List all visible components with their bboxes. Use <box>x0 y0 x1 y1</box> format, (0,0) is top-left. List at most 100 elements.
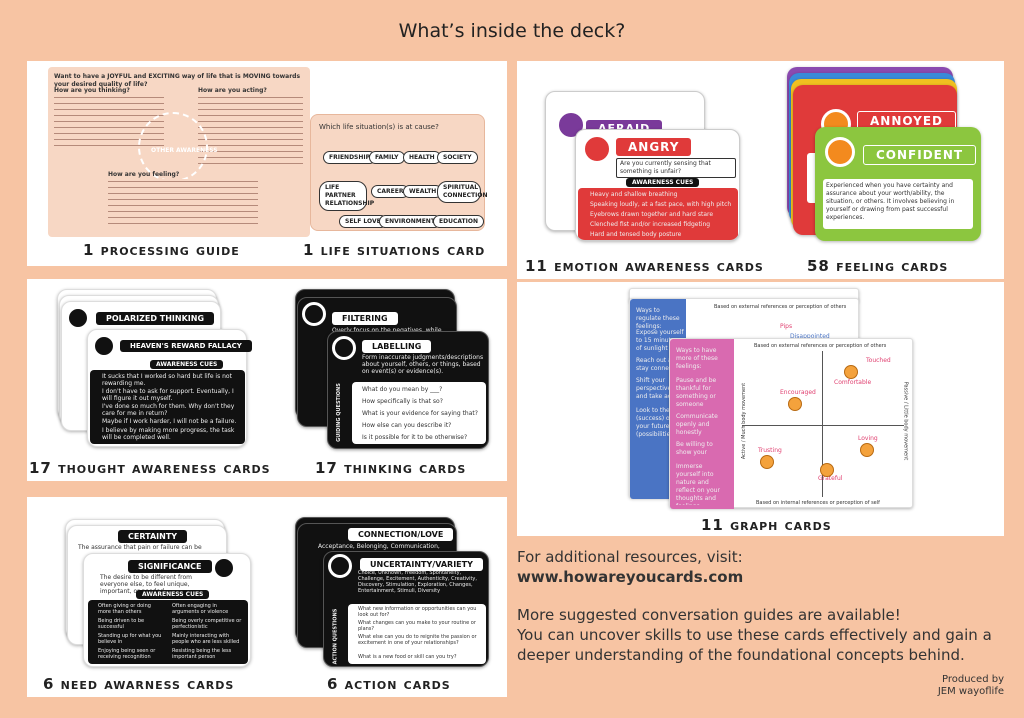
feeling-card-front: CONFIDENT Experienced when you have cert… <box>815 127 981 241</box>
guide-steps-right <box>198 95 303 165</box>
panel-needs: CERTAINTY The assurance that pain or fai… <box>27 497 507 697</box>
heaven-icon <box>92 334 116 358</box>
labelling-label: LABELLING <box>362 340 432 353</box>
variety-question: What else can you do to reignite the pas… <box>358 634 477 646</box>
connection-label: CONNECTION/LOVE <box>348 528 454 541</box>
angry-cue: Heavy and shallow breathing <box>590 191 678 198</box>
graph-back-item: Shift your perspective and take action <box>636 377 683 400</box>
labelling-text: Form inaccurate judgments/descriptions a… <box>362 354 484 375</box>
caption-emotion-awareness: 11 emotion awareness cards <box>525 257 764 275</box>
graph-front-item: Be willing to show your feelings <box>676 441 713 456</box>
graph-back-label-disappointed: Disappointed <box>790 333 830 340</box>
variety-text: Choice, Unknown, Freedom, Spontaneity, C… <box>358 570 477 594</box>
graph-back-item: Reach out and stay connected <box>636 357 683 372</box>
life-item-education: EDUCATION <box>433 215 484 228</box>
encouraged-face-icon <box>788 397 802 411</box>
graph-front-item: Immerse yourself into nature and reflect… <box>676 463 720 505</box>
filtering-icon <box>302 302 326 326</box>
thinking-card-front: LABELLING Form inaccurate judgments/desc… <box>327 331 489 449</box>
polarized-icon <box>66 306 90 330</box>
panel-emotions: AFRAID ANGRY Are you currently sensing t… <box>517 61 1004 279</box>
credit-line-1: Produced by <box>942 674 1004 685</box>
labelling-question: How specifically is that so? <box>362 398 443 405</box>
emotion-card-front: ANGRY Are you currently sensing that som… <box>575 129 740 241</box>
caption-graph: 11 graph cards <box>701 516 832 534</box>
significance-cues-title: AWARENESS CUES <box>136 590 210 599</box>
guide-heading: Want to have a JOYFUL and EXCITING way o… <box>54 73 301 88</box>
confident-label: CONFIDENT <box>863 145 977 165</box>
graph-back-label-pips: Pips <box>780 323 793 330</box>
caption-feeling: 58 feeling cards <box>807 257 949 275</box>
angry-cues-title: AWARENESS CUES <box>626 178 700 187</box>
graph-front-title: Ways to have more of these feelings: <box>676 347 718 370</box>
heaven-cue: I don't have to ask for support. Eventua… <box>102 388 234 402</box>
resources-url-link[interactable]: www.howareyoucards.com <box>517 568 744 586</box>
significance-cue: Often giving or doing more than others <box>98 603 151 615</box>
graph-label-encouraged: Encouraged <box>780 389 816 396</box>
thought-card-front: HEAVEN'S REWARD FALLACY AWARENESS CUES I… <box>87 329 252 447</box>
life-item-society: SOCIETY <box>437 151 478 164</box>
caption-processing-guide: 1 processing guide <box>83 241 240 259</box>
significance-cues-box: Often giving or doing more than others B… <box>88 600 248 664</box>
significance-cue: Being driven to be successful <box>98 618 145 630</box>
labelling-questions-box: What do you mean by ___? How specificall… <box>352 382 486 444</box>
polarized-label: POLARIZED THINKING <box>96 312 215 325</box>
connection-text: Acceptance, Belonging, Communication, <box>318 543 440 550</box>
labelling-question: What do you mean by ___? <box>362 386 443 393</box>
need-card-front: SIGNIFICANCE The desire to be different … <box>83 553 251 667</box>
life-item-spiritual: SPIRITUAL CONNECTION <box>437 181 488 203</box>
comfortable-face-icon <box>844 365 858 379</box>
heaven-cues-box: It sucks that I worked so hard but life … <box>90 370 245 444</box>
variety-label: UNCERTAINTY/VARIETY <box>360 558 483 571</box>
heaven-cue: I believe by making more progress, the t… <box>102 427 235 441</box>
angry-cues-box: Heavy and shallow breathing Speaking lou… <box>578 188 738 240</box>
filtering-text: Overly focus on the negatives, while <box>332 326 442 335</box>
life-question: Which life situation(s) is at cause? <box>319 123 439 131</box>
guide-center-label: OTHER AWARENESS <box>151 147 218 154</box>
graph-back-item: Look to the (success) of your future (po… <box>636 407 676 438</box>
life-item-life-partner: LIFE PARTNER RELATIONSHIP <box>319 181 374 211</box>
significance-cue: Resisting being the less important perso… <box>172 648 232 660</box>
graph-back-item: Expose yourself to 15 minutes of sunligh… <box>636 329 684 352</box>
action-card-front: UNCERTAINTY/VARIETY Choice, Unknown, Fre… <box>323 551 489 667</box>
grateful-face-icon <box>820 463 834 477</box>
guide-q-acting: How are you acting? <box>198 87 267 94</box>
graph-left-axis: Active / Much body movement <box>741 382 748 460</box>
page-title: What’s inside the deck? <box>398 20 626 42</box>
graph-v-axis <box>822 351 823 497</box>
variety-question: What is a new food or skill can you try? <box>358 654 457 660</box>
credit-line-2: JEM wayoflife <box>937 686 1004 697</box>
angry-cue: Clenched fist and/or increased fidgeting <box>590 221 711 228</box>
action-questions-side-label: ACTION QUESTIONS <box>332 608 339 665</box>
variety-questions-box: What new information or opportunities ca… <box>348 604 486 664</box>
graph-right-axis: Passive / Little body movement <box>902 381 909 461</box>
caption-thought-awareness: 17 thought awareness cards <box>29 459 271 477</box>
caption-thinking: 17 thinking cards <box>315 459 467 477</box>
heaven-cue: It sucks that I worked so hard but life … <box>102 373 232 387</box>
labelling-question: How else can you describe it? <box>362 422 452 429</box>
panel-graph: Ways to regulate these feelings: Expose … <box>517 282 1004 536</box>
processing-guide-card: Want to have a JOYFUL and EXCITING way o… <box>48 67 310 237</box>
graph-top-axis: Based on external references or percepti… <box>754 343 887 349</box>
variety-question: What changes can you make to your routin… <box>358 620 476 632</box>
heaven-cue: I've done so much for them. Why don't th… <box>102 403 235 417</box>
resources-line-1: More suggested conversation guides are a… <box>517 606 901 624</box>
trusting-face-icon <box>760 455 774 469</box>
confident-face-icon <box>825 137 855 167</box>
labelling-question: Is it possible for it to be otherwise? <box>362 434 468 441</box>
heaven-cue: Maybe if I work harder, I will not be a … <box>102 418 237 425</box>
graph-h-axis <box>742 425 904 426</box>
significance-cue: Being overly competitive or perfectionis… <box>172 618 242 630</box>
graph-label-comfortable: Comfortable <box>834 379 872 386</box>
angry-cue: Eyebrows drawn together and hard stare <box>590 211 714 218</box>
resources-line-3: deeper understanding of the foundational… <box>517 646 965 664</box>
certainty-label: CERTAINTY <box>118 530 188 543</box>
significance-cue: Standing up for what you believe in <box>98 633 162 645</box>
heaven-label: HEAVEN'S REWARD FALLACY <box>120 340 252 352</box>
graph-front-item: Pause and be thankful for something or s… <box>676 377 717 408</box>
angry-label: ANGRY <box>616 138 692 156</box>
life-item-health: HEALTH <box>403 151 441 164</box>
graph-back-title: Ways to regulate these feelings: <box>636 307 680 330</box>
guide-steps-bottom <box>108 179 258 229</box>
significance-text: The desire to be different from everyone… <box>100 574 192 595</box>
